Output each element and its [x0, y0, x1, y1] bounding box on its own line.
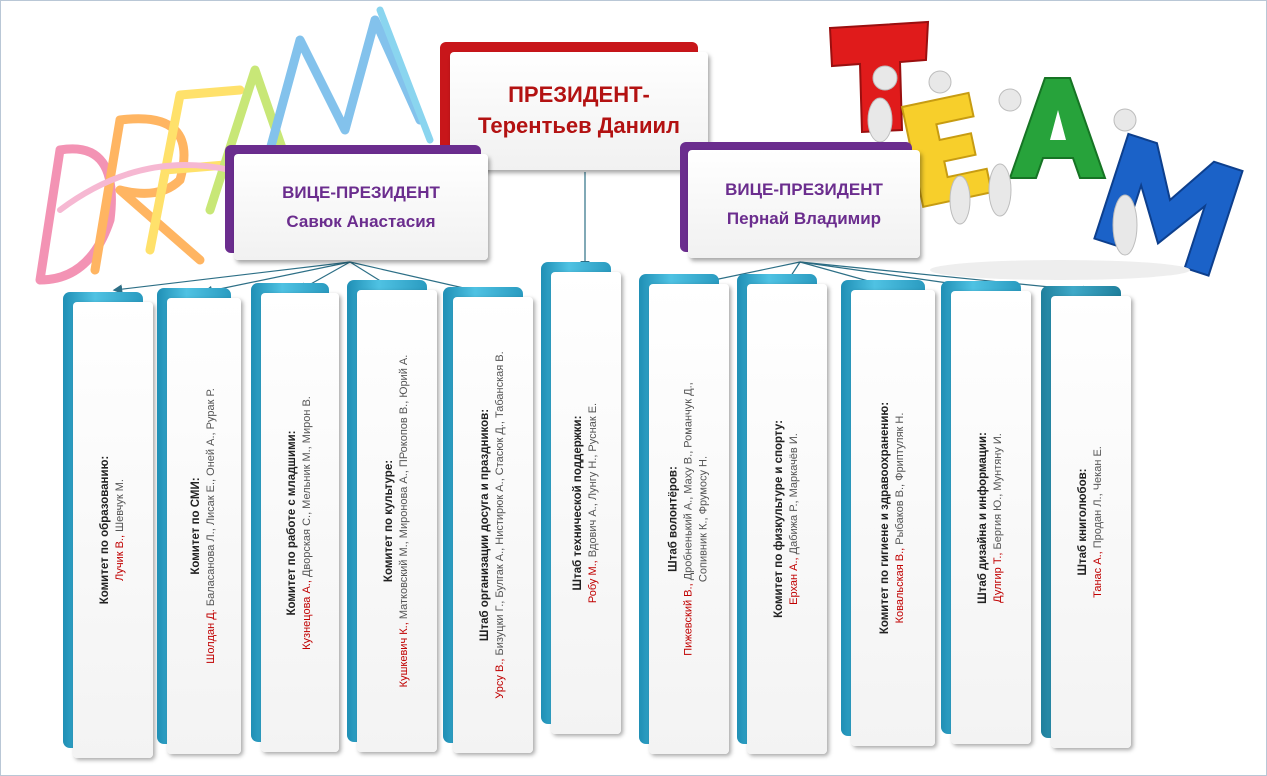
president-name: Терентьев Даниил [478, 113, 680, 138]
committee-members: Шолдан Д. Баласанова Л., Лисак Е., Оней … [205, 388, 217, 664]
committee-title: Комитет по образованию: [99, 455, 111, 605]
committee-column: Комитет по культуре: Кушкевич К., Матков… [347, 280, 439, 754]
president-title: ПРЕЗИДЕНТ- [508, 82, 650, 107]
committee-title: Комитет по гигиене и здравоохранению: [879, 401, 891, 635]
committee-members: Пижевский В., Дробненький А., Маху В., Р… [682, 382, 695, 656]
committee-members: Робу М., Вдович А., Лунгу Н., Руснак Е. [587, 402, 599, 604]
committee-title: Штаб технической поддержки: [572, 415, 584, 591]
committee-column: Комитет по работе с младшими: Кузнецова … [251, 283, 341, 754]
committee-column: Комитет по образованию: Лучик В., Шевчук… [63, 292, 155, 760]
committee-column: Комитет по физкультуре и спорту: Ерхан А… [737, 274, 829, 756]
committee-members: Танас А., Продан Л., Чекан Е. [1092, 446, 1104, 598]
committee-column: Штаб технической поддержки: Робу М., Вдо… [541, 262, 623, 736]
committee-title: Комитет по физкультуре и спорту: [773, 420, 785, 618]
committee-members: Ковальская В., Рыбаков В., Фриптуляк Н. [894, 412, 906, 624]
committee-title: Штаб книголюбов: [1077, 468, 1089, 576]
committee-title: Комитет по СМИ: [190, 477, 202, 575]
committee-column: Штаб волонтёров: Пижевский В., Дробненьк… [639, 274, 731, 756]
president-node: ПРЕЗИДЕНТ- Терентьев Даниил [440, 42, 712, 174]
vice-president-left-name: Савюк Анастасия [286, 212, 436, 231]
committee-column: Штаб организации досуга и праздников: Ур… [443, 287, 535, 755]
vice-president-right-title: ВИЦЕ-ПРЕЗИДЕНТ [725, 180, 883, 199]
team-letters-illustration [828, 20, 1244, 280]
committee-members: Дулгир Т., Бергия Ю., Мунтяну И. [992, 432, 1004, 603]
committee-title: Комитет по культуре: [383, 459, 395, 583]
committee-members: Кушкевич К., Матковский М., Миронова А.,… [398, 354, 410, 688]
committee-title: Комитет по работе с младшими: [286, 430, 298, 615]
committee-members: Ерхан А., Дабижа Р., Маркачёв И. [788, 433, 800, 605]
vice-president-left-node: ВИЦЕ-ПРЕЗИДЕНТ Савюк Анастасия [225, 145, 493, 263]
committee-column: Штаб дизайна и информации: Дулгир Т., Бе… [941, 281, 1033, 746]
committee-members: Кузнецова А., Дворская С., Мельник М., М… [301, 395, 313, 650]
committee-title: Штаб дизайна и информации: [977, 431, 989, 604]
vice-president-right-name: Пернай Владимир [726, 209, 882, 228]
committee-column: Комитет по СМИ: Шолдан Д. Баласанова Л.,… [157, 288, 243, 756]
committee-column: Комитет по гигиене и здравоохранению: Ко… [841, 280, 937, 748]
committee-title: Штаб организации досуга и праздников: [479, 408, 491, 642]
committee-title: Штаб волонтёров: [667, 466, 680, 572]
vice-president-right-node: ВИЦЕ-ПРЕЗИДЕНТ Пернай Владимир [680, 142, 925, 262]
committee-members: Урсу В., Бизуцки Г., Булгак А., Нистирюк… [494, 351, 506, 699]
committee-members: Лучик В., Шевчук М. [114, 479, 126, 581]
committee-column: Штаб книголюбов: Танас А., Продан Л., Че… [1041, 286, 1133, 750]
vice-president-left-title: ВИЦЕ-ПРЕЗИДЕНТ [282, 183, 440, 202]
committee-members: Сопивник К., Фрумосу Н. [697, 455, 710, 583]
